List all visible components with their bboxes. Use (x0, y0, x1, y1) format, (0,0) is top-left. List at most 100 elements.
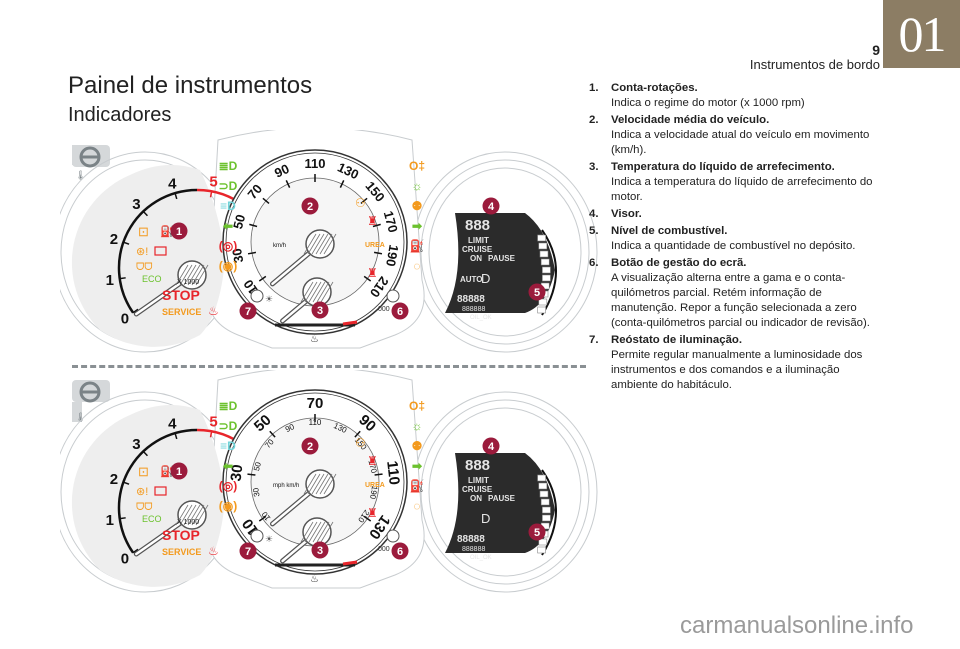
callout-circle (482, 437, 500, 455)
hub-hatch (300, 281, 314, 303)
tach-tick (209, 191, 213, 198)
fuel-gauge-arc (541, 469, 557, 556)
speed-label: 90 (272, 161, 291, 181)
speed-tick (363, 515, 372, 522)
callout-circle (391, 302, 409, 320)
callout-marker: 5 (528, 283, 546, 301)
urea-indicator: UREA (365, 242, 385, 249)
callout-number: 4 (488, 441, 495, 453)
instrument-cluster-mph: 🌡0123456X 1000STOPSERVICEECO⊡⛽⊛!ᗜᗜ♨11030… (52, 367, 600, 595)
brake-warning-icon: (◎) (219, 479, 237, 493)
hub-hatch (175, 264, 189, 286)
display-management-button[interactable]: 000 (378, 289, 400, 313)
speedo-bezel-inner (225, 152, 405, 332)
instrument-cluster-kmh: 🌡0123456X 1000STOPSERVICEECO⊡⛽⊛!ᗜᗜ♨11030… (52, 127, 600, 355)
fuel-segment (540, 498, 550, 506)
legend-desc: Indica a quantidade de combustível no de… (611, 240, 856, 252)
urea-indicator: UREA (365, 482, 385, 489)
callout-marker: 3 (311, 541, 329, 559)
coolant-temp-warning-icon: ♨ (208, 544, 219, 558)
speed-tick (285, 180, 291, 188)
engine-check-icon: ⊡ (138, 464, 149, 479)
hub-hatch (195, 504, 209, 526)
hub-hatch (323, 233, 337, 255)
coolant-temp-red-zone (342, 320, 358, 326)
airbag-passenger-icon: ⚇ (355, 436, 366, 450)
right-turn-icon: ➡ (412, 219, 423, 233)
trip-icon: 000 (378, 306, 390, 313)
seatbelt-icon: ♜ (367, 454, 378, 468)
seatbelt-rear-icon: ♜ (367, 506, 378, 520)
fuel-low-icon: ⛽ (410, 239, 425, 253)
fuel-segment (538, 298, 548, 306)
fuel-segment (542, 274, 551, 282)
fuel-segment (538, 242, 548, 250)
callout-circle (528, 523, 546, 541)
legend-desc: Permite regular manualmente a luminosida… (611, 349, 863, 391)
housing-arc (420, 159, 590, 345)
display-management-button[interactable]: 000 (378, 529, 400, 553)
lcd-pause: PAUSE (488, 254, 516, 263)
coolant-temp-warning-icon: ♨ (208, 304, 219, 318)
tach-tick (174, 192, 178, 200)
stop-warning: STOP (162, 287, 200, 303)
hub-hatch (316, 281, 330, 303)
tach-tick (142, 450, 148, 457)
tach-label: 4 (168, 416, 177, 433)
tach-tick (174, 432, 178, 440)
diesel-filter-icon: ◌ (413, 259, 420, 273)
fuel-gauge-arc (541, 229, 557, 316)
hub-hatch (303, 233, 317, 255)
lcd-limit: LIMIT (468, 236, 489, 245)
airbag-passenger-icon: ⚇ (355, 196, 366, 210)
service-warning: SERVICE (162, 547, 201, 557)
rheostat-button[interactable]: ☀ (250, 289, 273, 304)
battery-icon (154, 486, 167, 496)
callout-marker: 2 (301, 197, 319, 215)
housing-arc (428, 167, 582, 337)
glow-plug-icon: ᗜᗜ (136, 502, 153, 513)
page-title: Painel de instrumentos (68, 72, 313, 99)
rheostat-knob (250, 289, 264, 303)
legend-item: 2.Velocidade média do veículo.Indica a v… (589, 113, 889, 158)
speed-tick (262, 197, 270, 205)
eco-indicator: ECO (142, 514, 162, 524)
hub-hatch (315, 473, 329, 495)
hub-hatch (304, 521, 318, 543)
hub-hatch (179, 504, 193, 526)
callout-number: 5 (534, 527, 540, 539)
speed-tick (363, 275, 372, 282)
speed-label-km: 50 (252, 461, 263, 472)
legend-desc: Indica a temperatura do líquido de arref… (611, 176, 873, 203)
lcd-on: ON (470, 494, 482, 503)
speed-tick (247, 251, 257, 255)
callout-number: 3 (317, 305, 323, 317)
speed-unit: mph km/h (273, 483, 299, 489)
legend-item: 6.Botão de gestão do ecrã.A visualização… (589, 256, 889, 331)
rheostat-button[interactable]: ☀ (250, 529, 273, 544)
chapter-title: Instrumentos de bordo (749, 57, 880, 72)
needle-hub (305, 229, 335, 259)
callout-number: 6 (397, 546, 403, 558)
fuel-segment (538, 538, 548, 546)
callout-marker: 7 (239, 302, 257, 320)
tach-tick (142, 210, 148, 217)
hub-hatch (300, 521, 314, 543)
brake-warning-icon: (◎) (219, 239, 237, 253)
legend-item: 7.Reóstato de iluminação.Permite regular… (589, 333, 889, 393)
speed-label: 190 (383, 244, 402, 268)
eco-indicator: ECO (142, 274, 162, 284)
callout-number: 3 (317, 545, 323, 557)
hub-hatch (175, 504, 189, 526)
hub-hatch (308, 521, 322, 543)
speed-label: 110 (383, 460, 403, 486)
seatbelt-rear-icon: ♜ (367, 266, 378, 280)
callout-circle (311, 301, 329, 319)
hub-hatch (320, 521, 334, 543)
speed-label: 30 (229, 247, 246, 264)
rheostat-icon: ☀ (265, 534, 273, 544)
callout-marker: 5 (528, 523, 546, 541)
callout-circle (528, 283, 546, 301)
